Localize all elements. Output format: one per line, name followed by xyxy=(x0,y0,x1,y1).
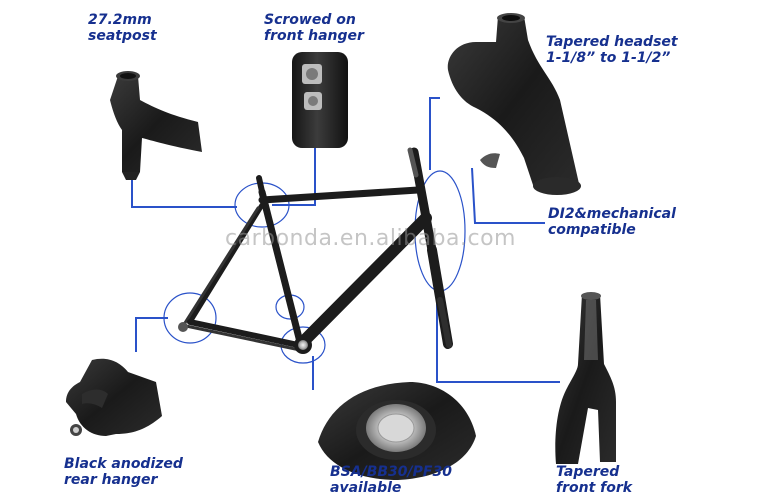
circle-dropout xyxy=(163,292,217,344)
label-rear-hanger: Black anodized rear hanger xyxy=(64,456,183,488)
callout-line-headset xyxy=(429,97,440,170)
watermark: carbonda.en.alibaba.com xyxy=(225,226,516,251)
label-front-hanger-line1: Scrowed on xyxy=(264,12,356,28)
label-seatpost: 27.2mm seatpost xyxy=(88,12,157,44)
label-seatpost-line2: seatpost xyxy=(88,28,157,44)
inset-bottom-bracket xyxy=(318,382,476,480)
frame xyxy=(181,147,453,352)
callout-line-front-hanger xyxy=(272,147,316,206)
inset-seatpost xyxy=(110,71,202,180)
label-rear-hanger-line2: rear hanger xyxy=(64,472,158,488)
label-fork-line1: Tapered xyxy=(556,464,620,480)
label-front-hanger-line2: front hanger xyxy=(264,28,364,44)
inset-headset xyxy=(447,13,581,195)
label-seatpost-line1: 27.2mm xyxy=(88,12,152,28)
inset-front-hanger xyxy=(292,52,348,148)
label-rear-hanger-line1: Black anodized xyxy=(64,456,183,472)
label-front-hanger: Scrowed on front hanger xyxy=(264,12,364,44)
inset-rear-hanger xyxy=(66,358,162,436)
label-fork-line2: front fork xyxy=(556,480,633,496)
label-di2: DI2&mechanical compatible xyxy=(548,206,676,238)
callout-line-fork xyxy=(436,290,560,383)
label-headset: Tapered headset 1-1/8” to 1-1/2” xyxy=(546,34,678,66)
label-headset-line1: Tapered headset xyxy=(546,34,678,50)
label-di2-line2: compatible xyxy=(548,222,636,238)
label-bottom-bracket: BSA/BB30/PF30 available xyxy=(330,464,452,496)
callout-line-rear-hanger xyxy=(135,317,168,352)
inset-fork xyxy=(555,292,616,464)
label-fork: Tapered front fork xyxy=(556,464,632,496)
label-headset-line2: 1-1/8” to 1-1/2” xyxy=(546,50,671,66)
label-bottom-bracket-line1: BSA/BB30/PF30 xyxy=(330,464,452,480)
callout-line-di2 xyxy=(471,167,545,224)
label-di2-line1: DI2&mechanical xyxy=(548,206,676,222)
label-bottom-bracket-line2: available xyxy=(330,480,402,496)
callout-line-seatpost xyxy=(131,165,237,208)
